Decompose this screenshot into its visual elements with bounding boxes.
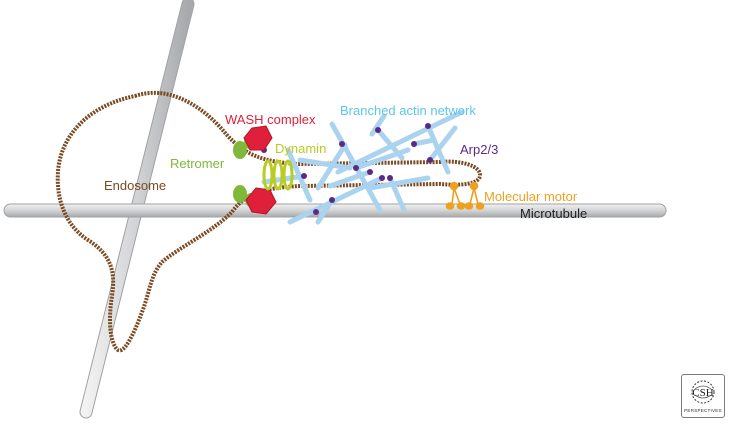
microtubule-label: Microtubule — [520, 206, 588, 221]
wash-complex-label: WASH complex — [225, 112, 316, 127]
endosome-label: Endosome — [104, 178, 167, 193]
endosome-membrane — [55, 90, 483, 353]
svg-text:PERSPECTIVES: PERSPECTIVES — [684, 408, 722, 413]
molecular-motor-label: Molecular motor — [484, 189, 578, 204]
wash-complex — [243, 125, 277, 215]
csh-perspectives-logo: CSH PERSPECTIVES — [681, 374, 725, 418]
dynamin-label: Dynamin — [275, 141, 327, 156]
logo-emblem-icon: CSH PERSPECTIVES — [684, 380, 722, 413]
horizontal-microtubule — [3, 203, 667, 218]
molecular-motors — [445, 181, 485, 210]
svg-text:CSH: CSH — [692, 387, 713, 399]
arp23-label: Arp2/3 — [460, 142, 499, 157]
branched-actin-label: Branched actin network — [340, 103, 476, 118]
retromer-label: Retromer — [170, 156, 225, 171]
dynamin-rings — [262, 159, 294, 191]
